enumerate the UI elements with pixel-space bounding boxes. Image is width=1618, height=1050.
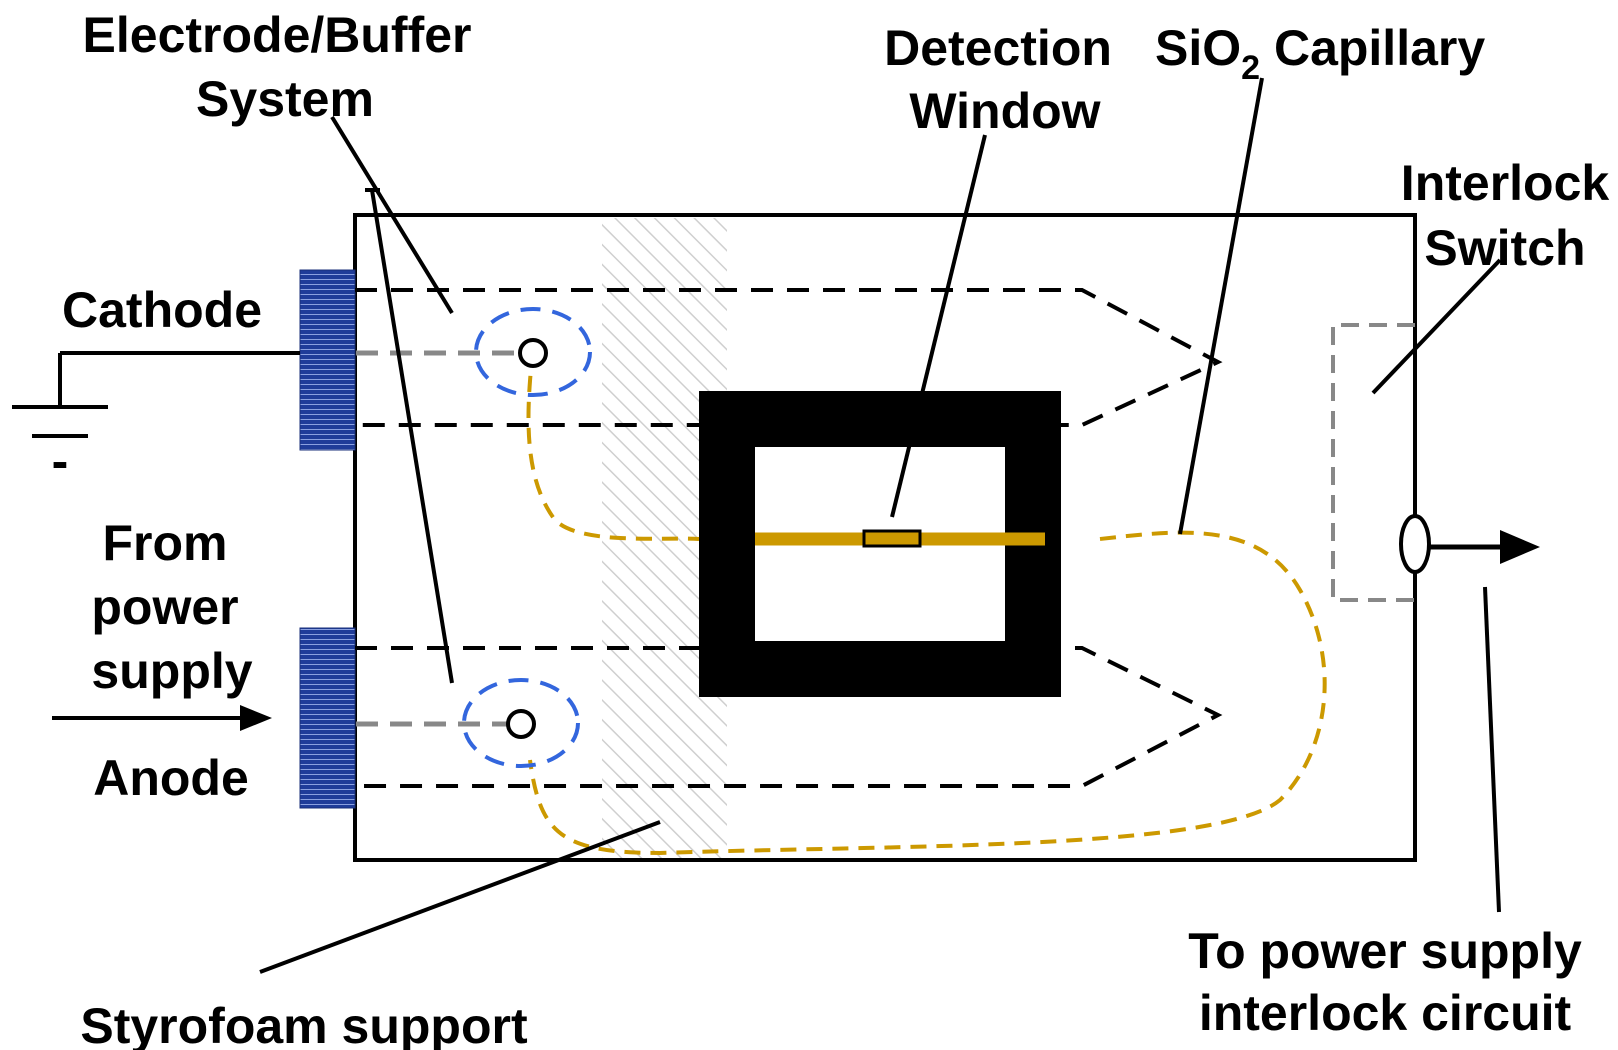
electrode-buffer-label-line1: Electrode/Buffer [83, 7, 472, 63]
interlock-leader [1371, 258, 1502, 395]
sio2-capillary [526, 349, 700, 541]
detection-window-label-line2: Window [909, 83, 1100, 139]
electrode-buffer-label-line2: System [196, 71, 374, 127]
anode-reservoir [462, 678, 580, 768]
capillary-label-suffix: Capillary [1260, 20, 1485, 76]
interlock-switch-housing [1331, 323, 1415, 602]
power-circuit-label-line2: interlock circuit [1199, 985, 1572, 1041]
cathode-electrode-block [299, 269, 356, 451]
ground-sign-label: - [52, 433, 69, 489]
from-power-label-line1: From [103, 515, 228, 571]
electrode-leader-2 [370, 189, 454, 684]
interlock-switch-contact [1399, 514, 1431, 574]
interlock-switch-label-line2: Switch [1424, 220, 1585, 276]
detection-window-marker [862, 529, 922, 548]
anode-electrode-block [299, 627, 356, 809]
styrofoam-leader [259, 820, 661, 974]
anode-electrode-tip [506, 709, 536, 739]
power-circuit-label-line1: To power supply [1188, 923, 1582, 979]
styrofoam-support-label: Styrofoam support [80, 998, 528, 1050]
anode-label: Anode [93, 750, 249, 806]
cathode-label: Cathode [62, 282, 262, 338]
capillary-leader [1178, 77, 1264, 535]
detection-window-label-line1: Detection [884, 20, 1112, 76]
from-power-label-line3: supply [91, 643, 252, 699]
electrode-leader-1 [330, 115, 454, 315]
detection-leader [890, 134, 987, 518]
capillary-label: SiO2 Capillary [1155, 20, 1485, 87]
capillary-label-subscript: 2 [1241, 49, 1260, 87]
interlock-output-arrowhead [1500, 530, 1540, 564]
interlock-switch-label-line1: Interlock [1401, 155, 1610, 211]
power-input-arrowhead [240, 705, 272, 731]
from-power-label-line2: power [91, 579, 238, 635]
power-circuit-leader [1483, 586, 1501, 913]
cathode-electrode-tip [518, 338, 548, 368]
capillary-label-prefix: SiO [1155, 20, 1241, 76]
cathode-reservoir [474, 307, 592, 397]
